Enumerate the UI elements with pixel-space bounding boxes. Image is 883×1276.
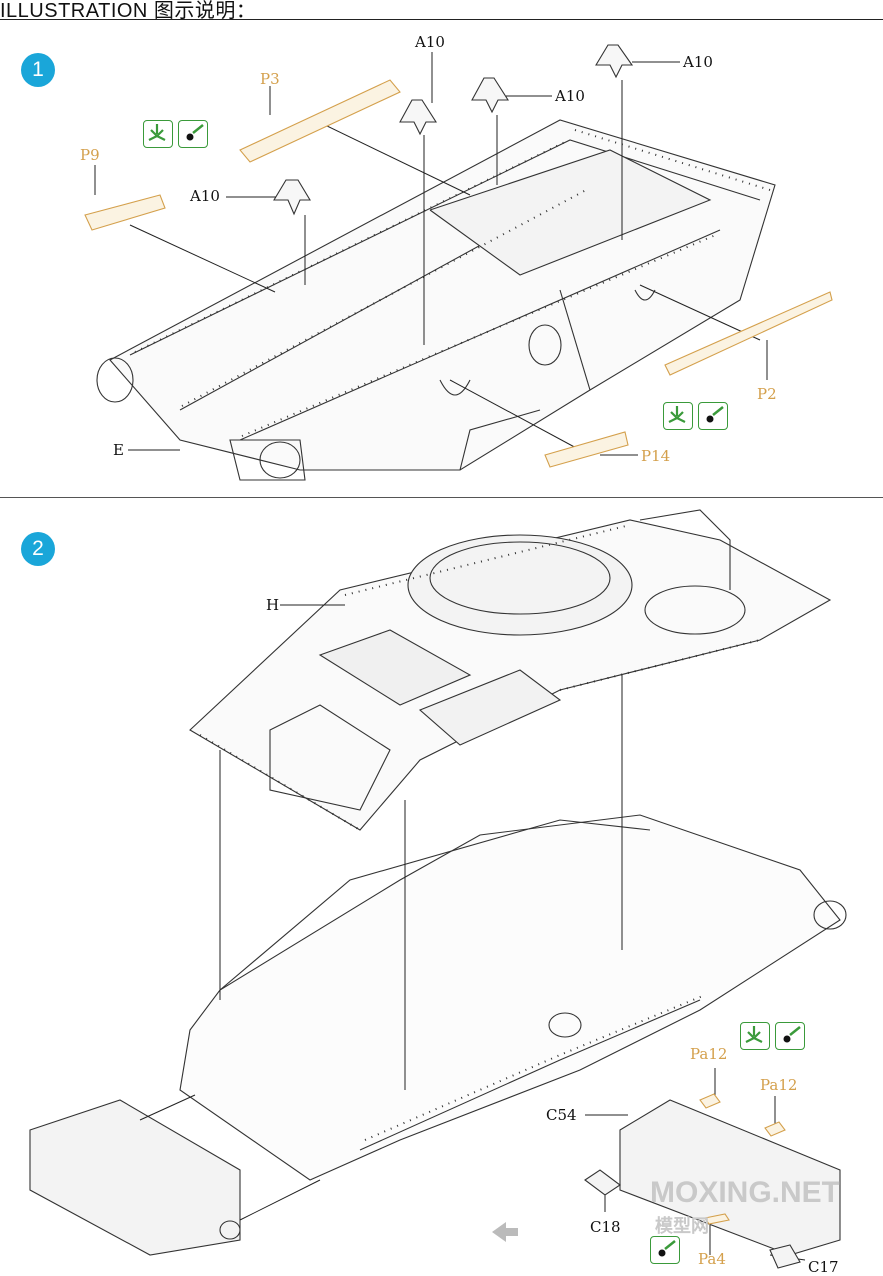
paint-icon — [698, 402, 728, 430]
label-pa4: Pa4 — [698, 1250, 726, 1268]
label-e: E — [113, 441, 124, 459]
lower-hull — [29, 814, 847, 1256]
label-p9: P9 — [80, 146, 100, 164]
label-pa12: Pa12 — [760, 1076, 798, 1094]
label-a10: A10 — [555, 87, 585, 105]
page-header: ILLUSTRATION 图示说明： — [0, 0, 257, 22]
header-rule — [0, 19, 883, 20]
label-a10: A10 — [415, 33, 445, 51]
photo-etched-parts-1 — [84, 79, 833, 468]
paint-icon — [178, 120, 208, 148]
label-pa12: Pa12 — [690, 1045, 728, 1063]
label-c18: C18 — [590, 1218, 621, 1236]
step-1-badge: 1 — [21, 53, 55, 87]
glue-down-icon — [740, 1022, 770, 1050]
label-c54: C54 — [546, 1106, 577, 1124]
a10-brackets — [273, 44, 634, 216]
label-a10: A10 — [190, 187, 220, 205]
paint-icon — [650, 1236, 680, 1264]
paint-icon — [775, 1022, 805, 1050]
label-p3: P3 — [260, 70, 280, 88]
label-p2: P2 — [757, 385, 777, 403]
label-c17: C17 — [808, 1258, 839, 1276]
label-h: H — [266, 596, 280, 614]
watermark-subtext: 模型网 — [655, 1216, 709, 1236]
step-2-badge: 2 — [21, 532, 55, 566]
photo-etched-parts-2 — [699, 1093, 786, 1225]
step-divider — [0, 497, 883, 498]
label-a10: A10 — [683, 53, 713, 71]
glue-down-icon — [663, 402, 693, 430]
watermark-text: MOXING.NET — [650, 1176, 841, 1209]
label-p14: P14 — [641, 447, 671, 465]
hull-upper-part — [96, 119, 776, 481]
superstructure — [189, 509, 832, 831]
glue-down-icon — [143, 120, 173, 148]
